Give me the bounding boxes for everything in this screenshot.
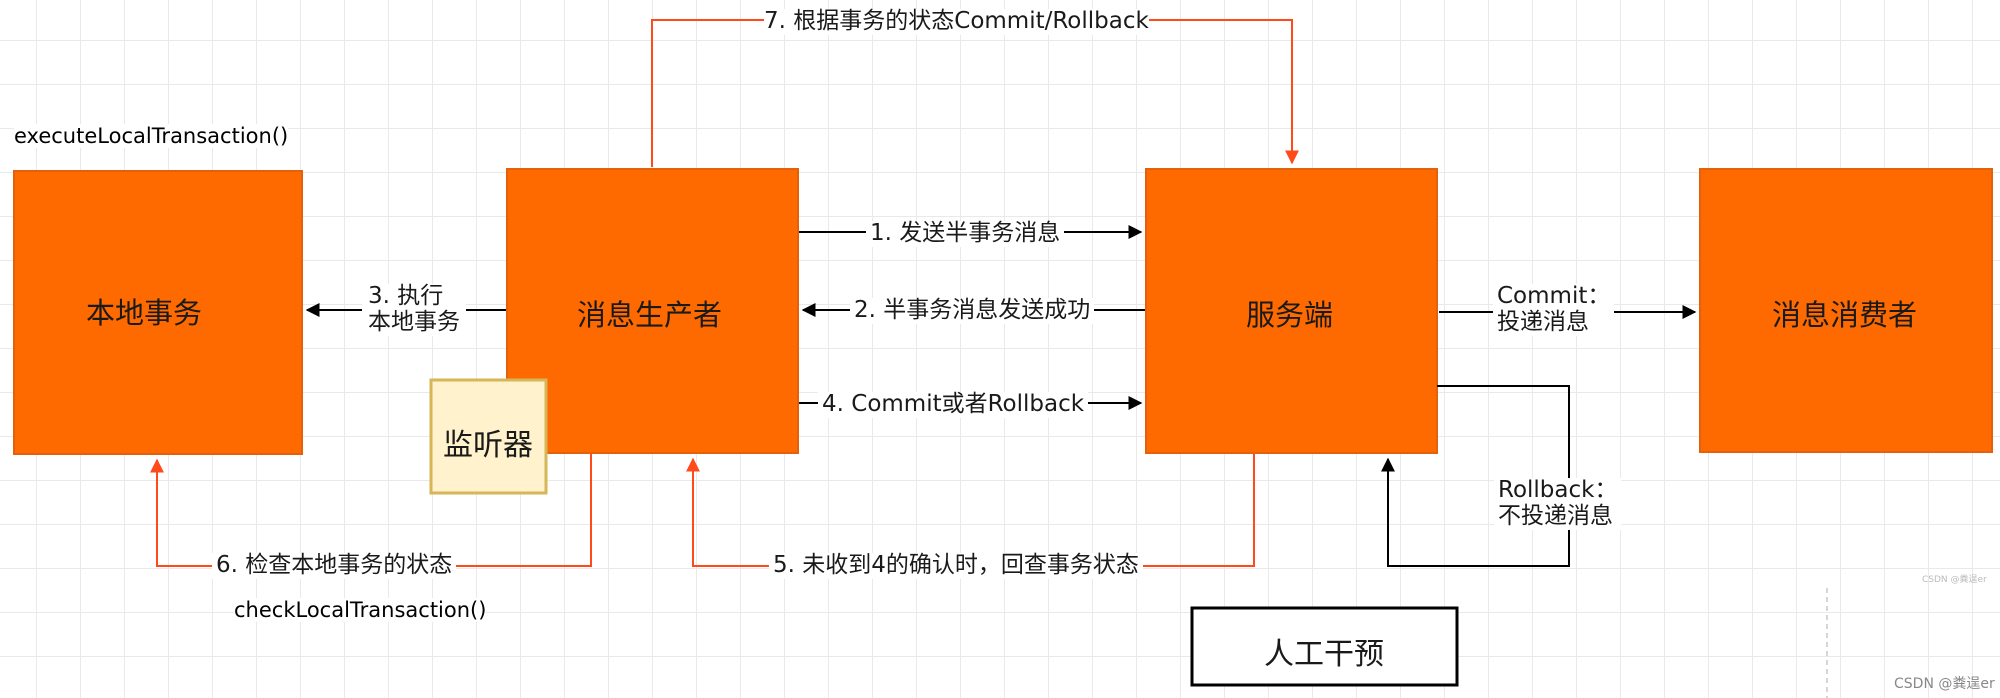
- execute-method-label: executeLocalTransaction(): [14, 124, 289, 148]
- producer-label: 消息生产者: [577, 298, 723, 332]
- consumer-label: 消息消费者: [1772, 298, 1918, 332]
- step5-label: 5. 未收到4的确认时，回查事务状态: [769, 552, 1143, 579]
- step7-label: 7. 根据事务的状态Commit/Rollback: [764, 8, 1149, 35]
- server-box: [1145, 168, 1438, 454]
- listener-box: [429, 378, 548, 495]
- step6-label: 6. 检查本地事务的状态: [212, 552, 457, 579]
- edge-step5: [686, 454, 1255, 567]
- watermark-small: CSDN @粪逞er: [1922, 575, 1987, 585]
- check-method-label: checkLocalTransaction(): [234, 598, 487, 622]
- step1-label: 1. 发送半事务消息: [866, 220, 1065, 247]
- server-label: 服务端: [1246, 298, 1334, 332]
- manual-box: [1190, 606, 1459, 687]
- step4-label: 4. Commit或者Rollback: [818, 391, 1089, 418]
- rollback-label: Rollback： 不投递消息: [1494, 477, 1622, 530]
- manual-label: 人工干预: [1264, 637, 1384, 672]
- listener-label: 监听器: [443, 428, 533, 463]
- edge-rollback: [1381, 385, 1570, 567]
- producer-box: [506, 168, 799, 454]
- step3-label: 3. 执行 本地事务: [362, 283, 466, 336]
- commit-label: Commit： 投递消息: [1493, 283, 1615, 336]
- edge-step7: [651, 19, 1299, 167]
- local-tx-label: 本地事务: [86, 296, 203, 330]
- watermark: CSDN @粪逞er: [1894, 676, 1995, 692]
- consumer-box: [1699, 168, 1993, 453]
- step2-label: 2. 半事务消息发送成功: [850, 297, 1095, 324]
- local-tx-box: [13, 170, 303, 455]
